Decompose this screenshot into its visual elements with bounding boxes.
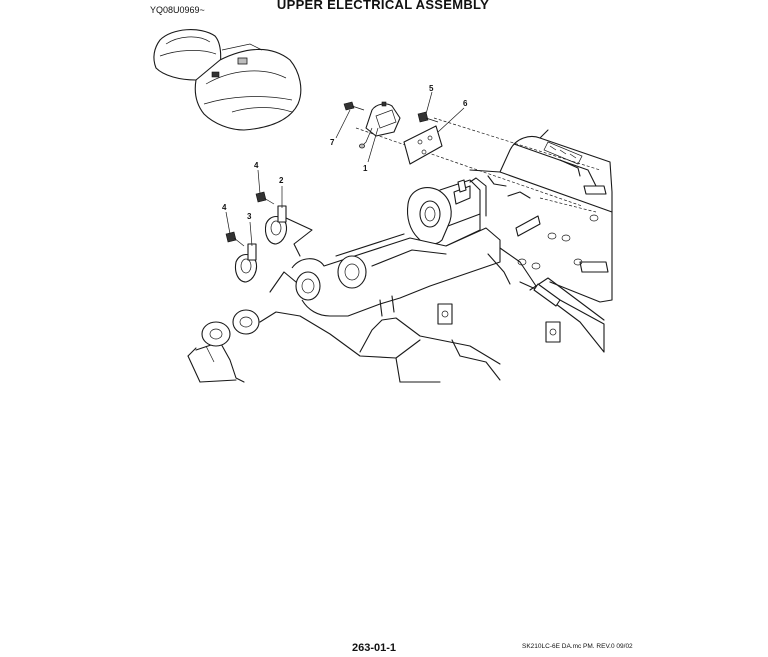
page-title: UPPER ELECTRICAL ASSEMBLY [276, 0, 490, 12]
callout-leaders [225, 91, 465, 247]
callout-6: 6 [463, 99, 468, 108]
callout-4-lower: 4 [222, 203, 227, 212]
upper-frame [187, 117, 613, 383]
callout-3: 3 [247, 212, 252, 221]
document-reference: SK210LC-6E DA.mc PM. REV.0 09/02 [522, 643, 633, 650]
horn-assembly [225, 191, 313, 283]
callout-5: 5 [429, 84, 434, 93]
callout-7: 7 [330, 138, 335, 147]
operator-seat [153, 29, 302, 131]
callout-1: 1 [363, 164, 368, 173]
callout-2: 2 [279, 176, 284, 185]
page-number: 263-01-1 [352, 642, 397, 654]
callout-4-upper: 4 [254, 161, 259, 170]
relay-bracket-plate [343, 101, 443, 165]
document-code: YQ08U0969~ [150, 5, 205, 15]
